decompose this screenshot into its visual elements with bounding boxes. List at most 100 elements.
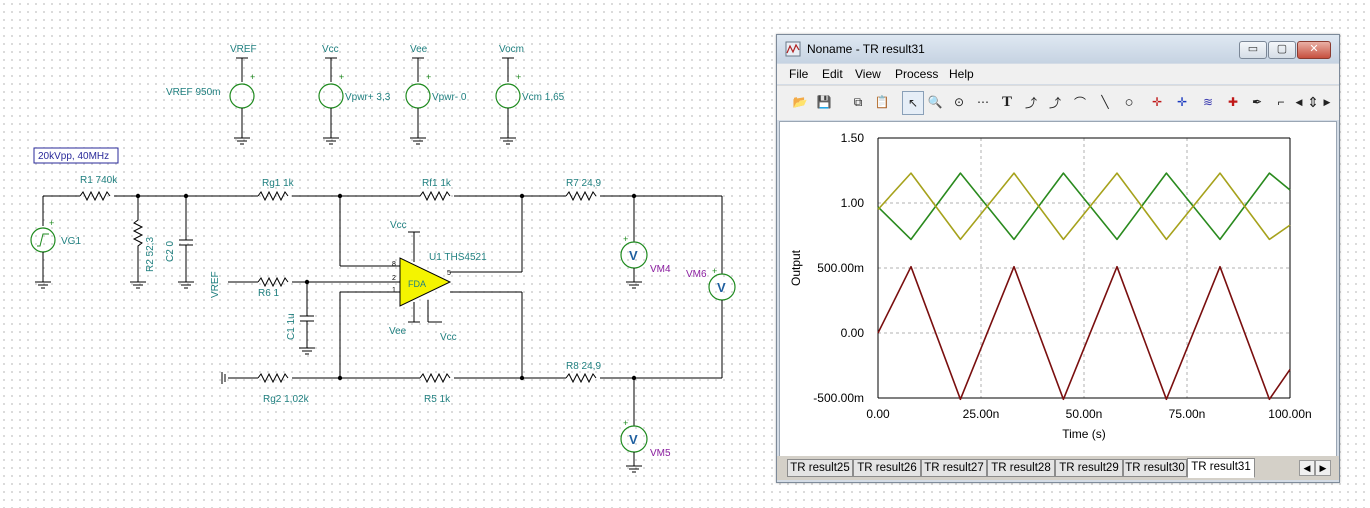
vocm-source[interactable] bbox=[495, 57, 521, 145]
r6-resistor[interactable] bbox=[257, 276, 289, 288]
r8-resistor[interactable] bbox=[565, 372, 597, 384]
y-tick-label: 500.00m bbox=[817, 261, 864, 275]
r1-resistor[interactable] bbox=[79, 190, 111, 202]
scroll-updown-button[interactable]: ⇕ bbox=[1307, 93, 1319, 110]
tab-tr-result29[interactable]: TR result29 bbox=[1055, 459, 1123, 477]
result-tabs: TR result25 TR result26 TR result27 TR r… bbox=[777, 456, 1339, 480]
vref-value: VREF 950m bbox=[166, 87, 220, 98]
app-icon bbox=[785, 41, 801, 57]
vm4-voltmeter[interactable] bbox=[620, 241, 648, 289]
r5-resistor[interactable] bbox=[419, 372, 451, 384]
r7-resistor[interactable] bbox=[565, 190, 597, 202]
generator-param-box[interactable] bbox=[33, 147, 119, 164]
save-icon[interactable]: 💾 bbox=[816, 95, 832, 109]
paste-icon[interactable]: 📋 bbox=[874, 95, 890, 109]
vcc-source[interactable] bbox=[318, 57, 344, 145]
tab-tr-result30[interactable]: TR result30 bbox=[1123, 459, 1187, 477]
circle-icon[interactable]: ○ bbox=[1124, 93, 1134, 111]
menu-file[interactable]: File bbox=[789, 67, 809, 81]
rf1-label: Rf1 1k bbox=[422, 178, 452, 189]
c1-label: C1 1u bbox=[286, 313, 297, 340]
vg1-generator[interactable] bbox=[30, 196, 56, 289]
x-tick-label: 0.00 bbox=[866, 407, 890, 421]
c1-capacitor[interactable] bbox=[299, 282, 315, 355]
axis-label-icon[interactable]: ⌒ bbox=[1073, 95, 1086, 110]
rf1-resistor[interactable] bbox=[419, 190, 451, 202]
tab-tr-result27[interactable]: TR result27 bbox=[921, 459, 987, 477]
tab-tr-result25[interactable]: TR result25 bbox=[787, 459, 853, 477]
rg2-resistor[interactable] bbox=[257, 372, 289, 384]
vref-source[interactable] bbox=[229, 57, 255, 145]
zoom-100-icon[interactable]: ⊙ bbox=[953, 95, 965, 109]
fda-label: FDA bbox=[408, 279, 426, 289]
svg-text:+: + bbox=[49, 218, 54, 228]
vref-pin-label: VREF bbox=[210, 271, 221, 298]
r2-resistor[interactable] bbox=[132, 196, 144, 282]
vcc-pin2-label: Vcc bbox=[440, 332, 457, 343]
y-axis-label: Output bbox=[789, 249, 803, 286]
x-axis-label: Time (s) bbox=[1062, 427, 1106, 441]
menu-bar: File Edit View Process Help bbox=[777, 64, 1339, 84]
copy-icon[interactable]: ⧉ bbox=[853, 94, 863, 109]
vm6-voltmeter[interactable] bbox=[708, 196, 736, 378]
series-line-1 bbox=[877, 172, 1291, 241]
maximize-button[interactable]: ▢ bbox=[1268, 41, 1296, 59]
y-tick-label: 1.00 bbox=[841, 196, 865, 210]
add-marker-icon[interactable]: ✚ bbox=[1227, 95, 1239, 109]
vee-source[interactable] bbox=[405, 57, 431, 145]
vcc-name: Vcc bbox=[322, 44, 339, 55]
tab-tr-result28[interactable]: TR result28 bbox=[987, 459, 1055, 477]
close-button[interactable]: ✕ bbox=[1297, 41, 1331, 59]
svg-text:+: + bbox=[516, 72, 521, 82]
title-bar[interactable]: Noname - TR result31 ▭ ▢ ✕ bbox=[777, 35, 1339, 63]
dropper-icon[interactable]: ✒ bbox=[1251, 95, 1263, 109]
step-icon[interactable]: ⌐ bbox=[1277, 95, 1285, 109]
vm5-voltmeter[interactable] bbox=[620, 425, 648, 473]
schematic-canvas: ++++ ++++ VREF Vcc Vee Vocm VREF 950m Vp… bbox=[30, 44, 736, 473]
menu-view[interactable]: View bbox=[855, 67, 881, 81]
menu-help[interactable]: Help bbox=[949, 67, 974, 81]
curve-label-icon[interactable]: ⤴ bbox=[1024, 95, 1037, 110]
scroll-right-button[interactable]: ▶ bbox=[1323, 96, 1331, 107]
window-title: Noname - TR result31 bbox=[807, 42, 925, 56]
zoom-in-icon[interactable]: 🔍 bbox=[927, 95, 943, 109]
waveform-icon[interactable]: ≋ bbox=[1202, 95, 1214, 109]
r7-label: R7 24,9 bbox=[566, 178, 601, 189]
menu-process[interactable]: Process bbox=[895, 67, 939, 81]
scroll-left-button[interactable]: ◀ bbox=[1295, 96, 1303, 107]
line-icon[interactable]: ╲ bbox=[1101, 95, 1109, 109]
cursor-b-icon[interactable]: ✛ bbox=[1176, 95, 1188, 109]
text-icon[interactable]: T bbox=[1001, 93, 1012, 110]
vm5-label: VM5 bbox=[650, 448, 671, 459]
curve-label2-icon[interactable]: ⤴ bbox=[1048, 95, 1061, 110]
r6-label: R6 1 bbox=[258, 288, 280, 299]
vee-name: Vee bbox=[410, 44, 428, 55]
vcc-pin-label: Vcc bbox=[390, 220, 407, 231]
tabs-scroll-left[interactable]: ◀ bbox=[1299, 460, 1315, 476]
rg1-label: Rg1 1k bbox=[262, 178, 295, 189]
x-tick-label: 75.00n bbox=[1169, 407, 1206, 421]
minimize-button[interactable]: ▭ bbox=[1239, 41, 1267, 59]
svg-text:+: + bbox=[623, 418, 628, 428]
fda-opamp[interactable] bbox=[399, 257, 452, 307]
vm4-label: VM4 bbox=[650, 264, 671, 275]
menu-edit[interactable]: Edit bbox=[822, 67, 843, 81]
c2-capacitor[interactable] bbox=[178, 196, 194, 289]
toolbar: 📂 💾 ⧉ 📋 ↖ 🔍 ⊙ ⋯ T ⤴ ⤴ ⌒ ╲ ○ ✛ ✛ ≋ ✚ ✒ ⌐ … bbox=[777, 85, 1339, 120]
tab-tr-result26[interactable]: TR result26 bbox=[853, 459, 921, 477]
pin2-label: 2 bbox=[392, 275, 396, 282]
tab-tr-result31[interactable]: TR result31 bbox=[1187, 458, 1255, 478]
cursor-a-icon[interactable]: ✛ bbox=[1151, 95, 1163, 109]
r5-label: R5 1k bbox=[424, 394, 451, 405]
pointer-icon[interactable]: ↖ bbox=[902, 91, 924, 115]
open-folder-icon[interactable]: 📂 bbox=[792, 95, 808, 109]
tabs-scroll-right[interactable]: ▶ bbox=[1315, 460, 1331, 476]
rg1-resistor[interactable] bbox=[257, 190, 289, 202]
pin5-label: 5 bbox=[447, 270, 451, 277]
svg-text:+: + bbox=[712, 266, 717, 276]
result-window[interactable]: Noname - TR result31 ▭ ▢ ✕ File Edit Vie… bbox=[776, 34, 1340, 483]
svg-text:+: + bbox=[339, 72, 344, 82]
grid-icon[interactable]: ⋯ bbox=[977, 95, 989, 109]
